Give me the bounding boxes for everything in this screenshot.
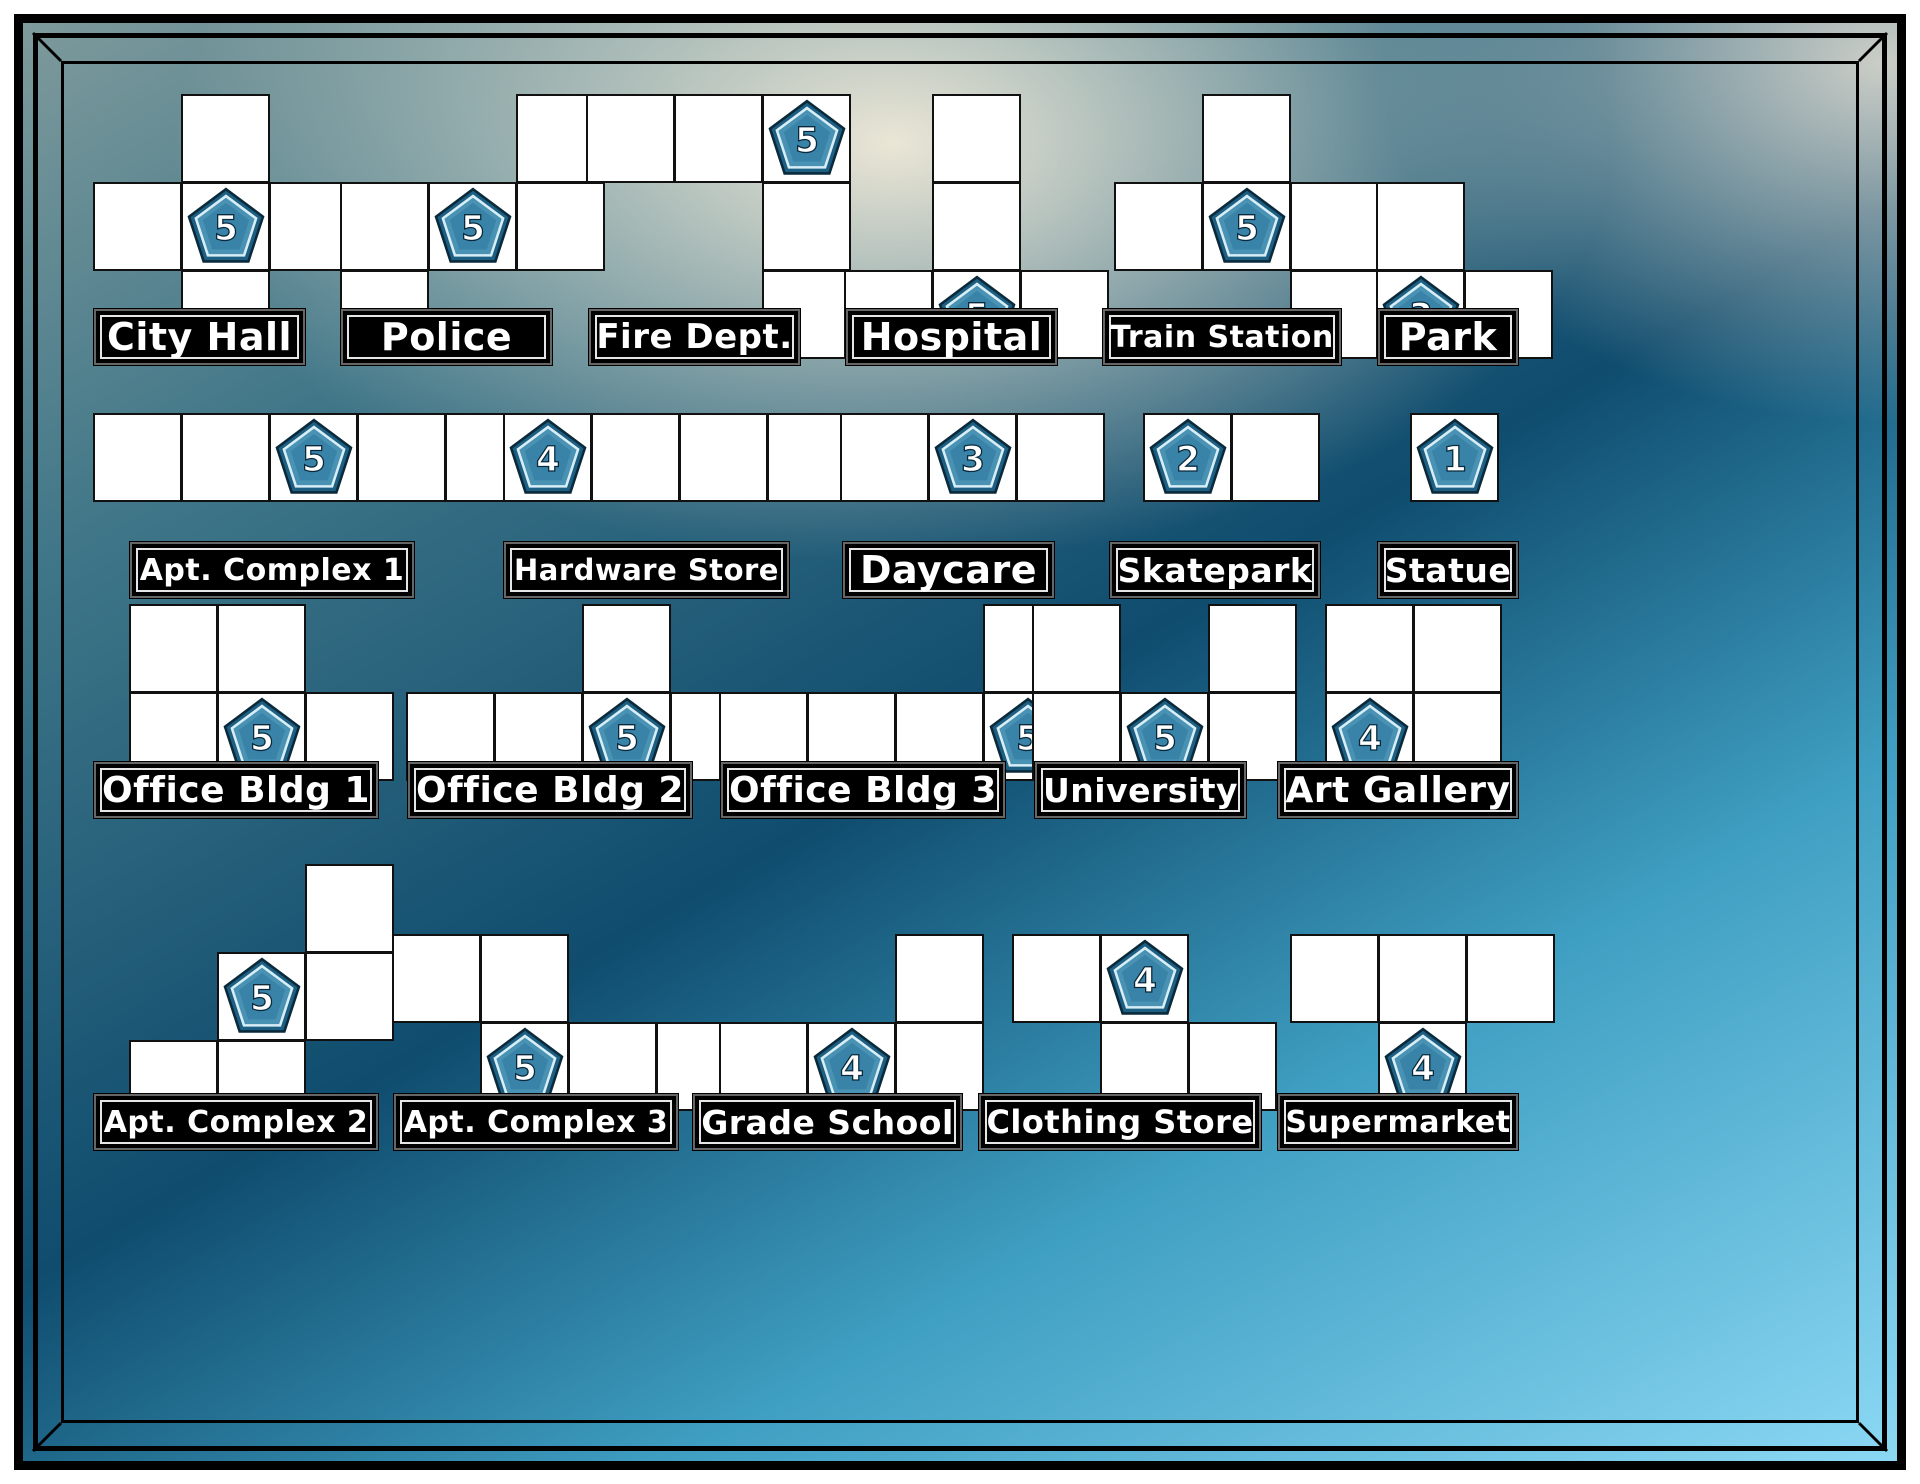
label-skatepark: Skatepark [1110,542,1320,598]
cell [305,864,394,953]
pentagon-icon: 4 [505,415,591,501]
label-office-bldg-2: Office Bldg 2 [408,762,692,818]
label-park: Park [1378,309,1518,365]
label-police: Police [341,309,552,365]
cell [357,413,446,502]
pentagon-icon: 5 [430,184,516,270]
svg-text:5: 5 [513,1049,537,1089]
svg-text:5: 5 [250,979,274,1019]
svg-text:4: 4 [1411,1049,1435,1089]
label-supermarket: Supermarket [1278,1094,1518,1150]
pentagon-icon: 5 [1204,184,1290,270]
label-apt-complex-2: Apt. Complex 2 [94,1094,378,1150]
cell [762,182,851,271]
svg-text:2: 2 [1176,440,1200,480]
pentagon-icon: 5 [482,1024,568,1110]
label-hardware-store: Hardware Store [504,542,789,598]
pentagon-icon: 5 [1122,694,1208,780]
cell [1413,604,1502,693]
cell [181,94,270,183]
cell [217,604,306,693]
cell [1016,413,1105,502]
cell [586,94,675,183]
label-university: University [1035,762,1246,818]
label-train-station: Train Station [1103,309,1341,365]
pentagon-icon: 5 [764,96,850,182]
svg-text:5: 5 [250,719,274,759]
svg-text:4: 4 [536,440,560,480]
svg-text:5: 5 [615,719,639,759]
label-office-bldg-1: Office Bldg 1 [94,762,378,818]
cell [129,604,218,693]
cell [480,934,569,1023]
pentagon-icon: 5 [584,694,670,780]
label-office-bldg-3: Office Bldg 3 [721,762,1005,818]
label-art-gallery: Art Gallery [1278,762,1518,818]
cell [1376,182,1465,271]
svg-text:4: 4 [1358,719,1382,759]
cell [305,952,394,1041]
svg-text:5: 5 [302,440,326,480]
label-fire-dept: Fire Dept. [589,309,800,365]
label-apt-complex-1: Apt. Complex 1 [130,542,414,598]
cell [1231,413,1320,502]
cell [392,934,481,1023]
pentagon-icon: 5 [183,184,269,270]
pentagon-icon: 5 [271,415,357,501]
pentagon-icon: 5 [219,694,305,780]
cell [1202,94,1291,183]
cell [591,413,680,502]
svg-text:3: 3 [961,440,985,480]
cell [895,934,984,1023]
cell [674,94,763,183]
svg-text:5: 5 [795,121,819,161]
label-grade-school: Grade School [693,1094,962,1150]
label-statue: Statue [1378,542,1518,598]
cell [1290,934,1379,1023]
cell [1378,934,1467,1023]
label-daycare: Daycare [843,542,1054,598]
label-city-hall: City Hall [94,309,305,365]
svg-text:5: 5 [1153,719,1177,759]
cell [1290,182,1379,271]
cell [1032,604,1121,693]
svg-text:4: 4 [1133,961,1157,1001]
cell [516,182,605,271]
cell [1114,182,1203,271]
svg-text:4: 4 [840,1049,864,1089]
pentagon-icon: 4 [1327,694,1413,780]
svg-text:5: 5 [461,209,485,249]
cell [679,413,768,502]
cell [1208,604,1297,693]
cell [1466,934,1555,1023]
pentagon-icon: 1 [1412,415,1498,501]
label-apt-complex-3: Apt. Complex 3 [394,1094,678,1150]
label-hospital: Hospital [846,309,1057,365]
cell [840,413,929,502]
pentagon-icon: 3 [930,415,1016,501]
pentagon-icon: 4 [1102,936,1188,1022]
cell [93,413,182,502]
svg-text:5: 5 [1235,209,1259,249]
svg-text:5: 5 [214,209,238,249]
cell [932,182,1021,271]
game-board: 5 City Hall 5 Police 5 Fire Dept. 5 Hosp… [14,14,1906,1470]
cell [1325,604,1414,693]
cell [1012,934,1101,1023]
cell [93,182,182,271]
svg-text:1: 1 [1443,440,1467,480]
cell [932,94,1021,183]
cell [181,413,270,502]
label-clothing-store: Clothing Store [979,1094,1261,1150]
pentagon-icon: 2 [1145,415,1231,501]
pentagon-icon: 5 [219,954,305,1040]
cell [340,182,429,271]
cell [582,604,671,693]
